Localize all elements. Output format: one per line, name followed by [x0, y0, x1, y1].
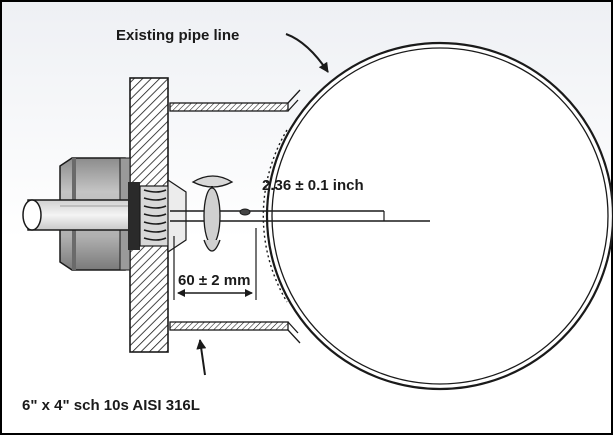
nozzle-fitting [169, 89, 301, 344]
label-fitting-spec: 6" x 4" sch 10s AISI 316L [22, 397, 200, 414]
probe-rod [22, 199, 131, 231]
label-existing-pipe: Existing pipe line [116, 27, 239, 44]
threaded-gland [128, 178, 187, 254]
leader-existing-pipe [285, 33, 329, 73]
existing-pipe [262, 41, 613, 391]
leader-fitting [196, 339, 207, 376]
label-distance: 60 ± 2 mm [178, 272, 250, 289]
dimension-60mm [173, 228, 257, 300]
sensing-element [191, 175, 251, 252]
label-insertion-depth: 2.36 ± 0.1 inch [262, 177, 364, 194]
